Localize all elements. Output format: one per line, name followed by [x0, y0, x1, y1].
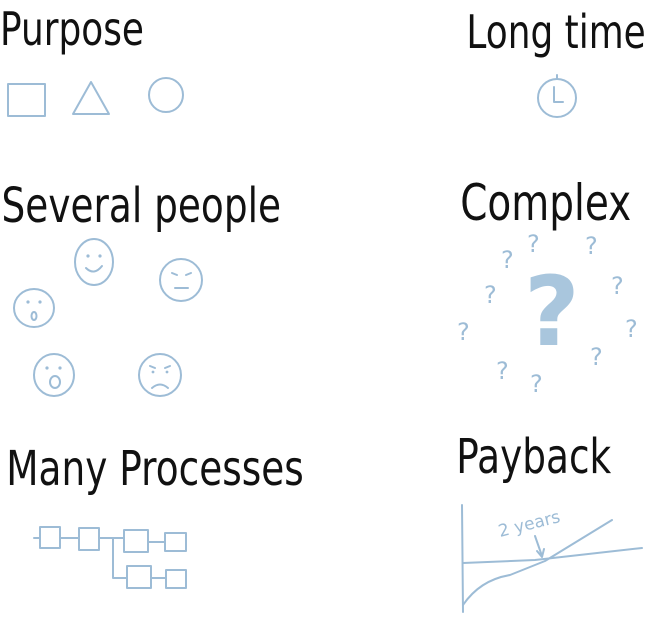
question-mark: ?: [585, 232, 598, 260]
clock-icon: [537, 74, 577, 118]
question-mark: ?: [590, 343, 603, 371]
section-purpose: Purpose: [0, 3, 184, 117]
payback-title: Payback: [456, 430, 611, 486]
question-mark: ?: [501, 246, 514, 274]
process-flow-icon: [33, 526, 187, 589]
section-many-processes: Many Processes: [6, 442, 304, 589]
question-mark: ?: [527, 230, 540, 258]
long-time-title: Long time: [466, 6, 645, 60]
triangle-icon: [72, 81, 110, 115]
benefit-line: [462, 519, 613, 606]
question-mark: ?: [625, 315, 638, 343]
complex-title: Complex: [460, 173, 631, 232]
purpose-title: Purpose: [0, 3, 144, 57]
many-processes-title: Many Processes: [6, 442, 304, 498]
square-icon: [7, 83, 46, 117]
shocked-face-icon: [33, 353, 75, 397]
question-mark: ?: [484, 281, 497, 309]
arrow-head: [536, 548, 545, 558]
section-complex: Complex ? ? ? ? ? ? ? ? ? ? ?: [457, 173, 638, 398]
section-several-people: Several people: [2, 179, 281, 397]
question-mark: ?: [496, 357, 509, 385]
question-mark: ?: [457, 318, 470, 346]
question-mark: ?: [530, 370, 543, 398]
payback-graph-icon: 2 years: [461, 504, 643, 613]
annotation-arrow: [534, 535, 543, 557]
section-payback: Payback 2 years: [456, 430, 643, 613]
surprised-face-icon: [13, 288, 55, 328]
circle-icon: [148, 77, 184, 113]
happy-face-icon: [74, 238, 114, 286]
question-cloud-icon: ? ? ? ? ? ? ? ? ? ? ?: [457, 230, 638, 398]
big-question-mark: ?: [524, 256, 580, 368]
graph-axis: [461, 504, 464, 613]
cost-line: [462, 547, 643, 564]
payback-annotation: 2 years: [496, 507, 562, 542]
neutral-face-icon: [159, 258, 203, 302]
section-long-time: Long time: [466, 6, 646, 118]
several-people-title: Several people: [2, 179, 281, 235]
question-mark: ?: [611, 272, 624, 300]
sad-face-icon: [138, 353, 182, 397]
shapes-icon: [7, 77, 184, 117]
